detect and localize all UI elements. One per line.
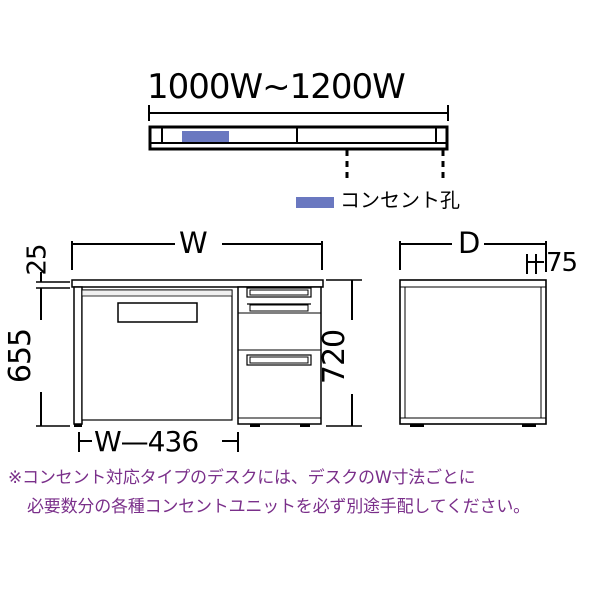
outlet-hole-marker xyxy=(182,131,229,142)
clear-width-label: W—436 xyxy=(94,425,199,458)
front-width-label: W xyxy=(179,226,208,260)
note-line-1: ※コンセント対応タイプのデスクには、デスクのW寸法ごとに xyxy=(8,468,476,488)
note-line-2: 必要数分の各種コンセントユニットを必ず別途手配してください。 xyxy=(27,497,530,517)
depth-label: D xyxy=(458,226,480,260)
top-view-width-label: 1000W~1200W xyxy=(147,67,406,107)
legend-label: コンセント孔 xyxy=(340,188,460,212)
back-offset-label: 75 xyxy=(546,248,578,278)
legend-swatch xyxy=(296,197,334,208)
